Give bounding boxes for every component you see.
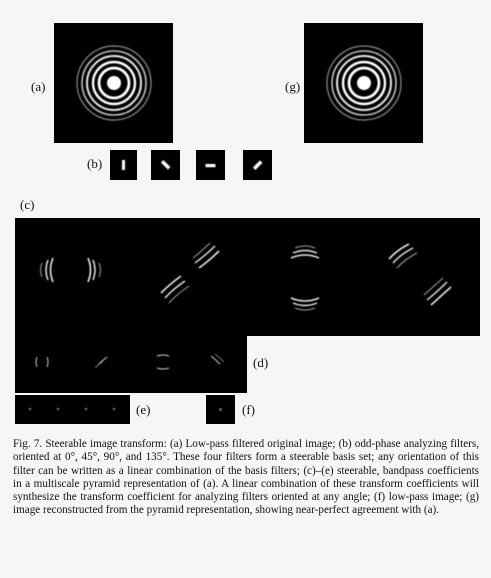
panel-label-e: (e) xyxy=(136,402,151,417)
panel-c-coefficient-45deg xyxy=(160,242,220,304)
panel-c-coefficient-0deg xyxy=(40,257,101,283)
panel-b-filter-135deg xyxy=(243,150,272,180)
panel-g-reconstructed-image xyxy=(304,23,423,143)
panel-c-coefficient-135deg xyxy=(388,243,452,306)
panel-b-filter-0deg xyxy=(110,150,137,180)
panel-c-coefficient-90deg xyxy=(290,245,320,311)
panel-f-lowpass-residual xyxy=(206,395,235,424)
panel-label-g: (g) xyxy=(285,79,301,94)
panel-label-b: (b) xyxy=(87,156,103,171)
panel-label-a: (a) xyxy=(31,79,46,94)
panel-b-filter-90deg xyxy=(196,150,225,180)
panel-a-lowpass-image xyxy=(54,23,173,143)
panel-c-d-pyramid-coefficients xyxy=(15,218,480,393)
panel-d-coefficients xyxy=(35,353,225,370)
panel-label-c: (c) xyxy=(20,197,35,212)
panel-e-coefficients xyxy=(15,395,130,424)
panel-label-d: (d) xyxy=(253,355,269,370)
panel-b-filter-45deg xyxy=(151,150,180,180)
figure-caption: Fig. 7. Steerable image transform: (a) L… xyxy=(13,438,479,517)
panel-label-f: (f) xyxy=(242,402,255,417)
